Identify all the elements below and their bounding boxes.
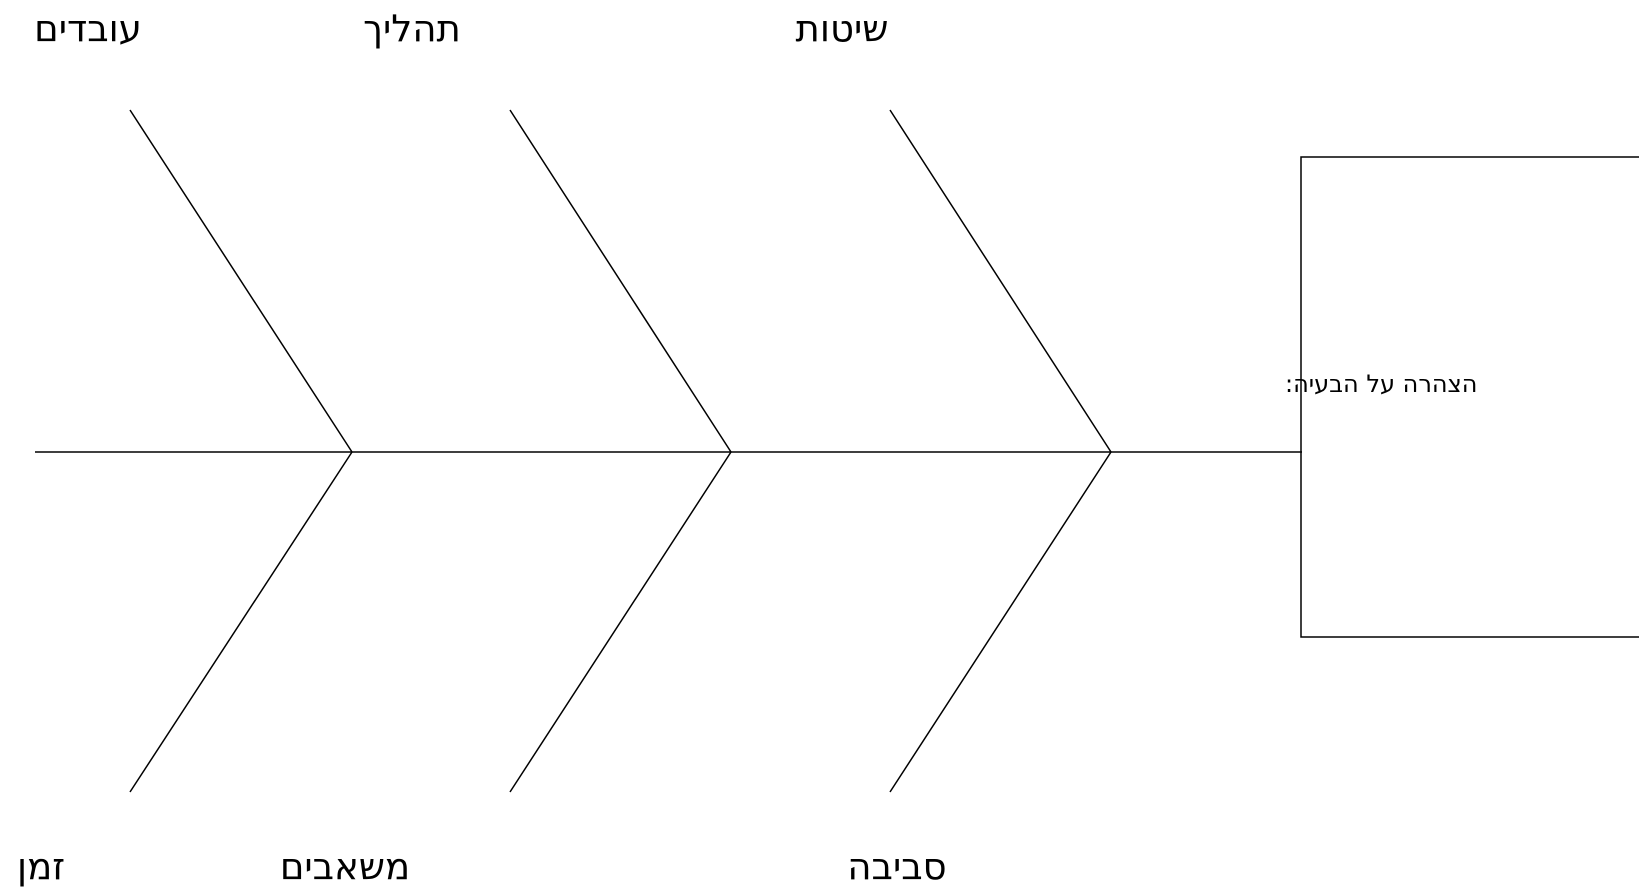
category-top-process: תהליך xyxy=(363,7,461,50)
bone-bottom-2 xyxy=(509,451,732,793)
category-bottom-environment: סביבה xyxy=(847,845,947,888)
problem-statement-label: הצהרה על הבעיה: xyxy=(1285,370,1478,398)
category-bottom-time: זמן xyxy=(16,845,66,888)
bone-top-3 xyxy=(889,109,1112,453)
bone-top-2 xyxy=(509,109,732,453)
bone-top-1 xyxy=(129,109,353,453)
problem-box xyxy=(1300,156,1639,638)
category-top-methods: שיטות xyxy=(795,7,889,50)
category-top-people: עובדים xyxy=(34,7,142,50)
bone-bottom-1 xyxy=(129,451,353,793)
category-bottom-resources: משאבים xyxy=(279,845,411,888)
bone-bottom-3 xyxy=(889,451,1112,793)
